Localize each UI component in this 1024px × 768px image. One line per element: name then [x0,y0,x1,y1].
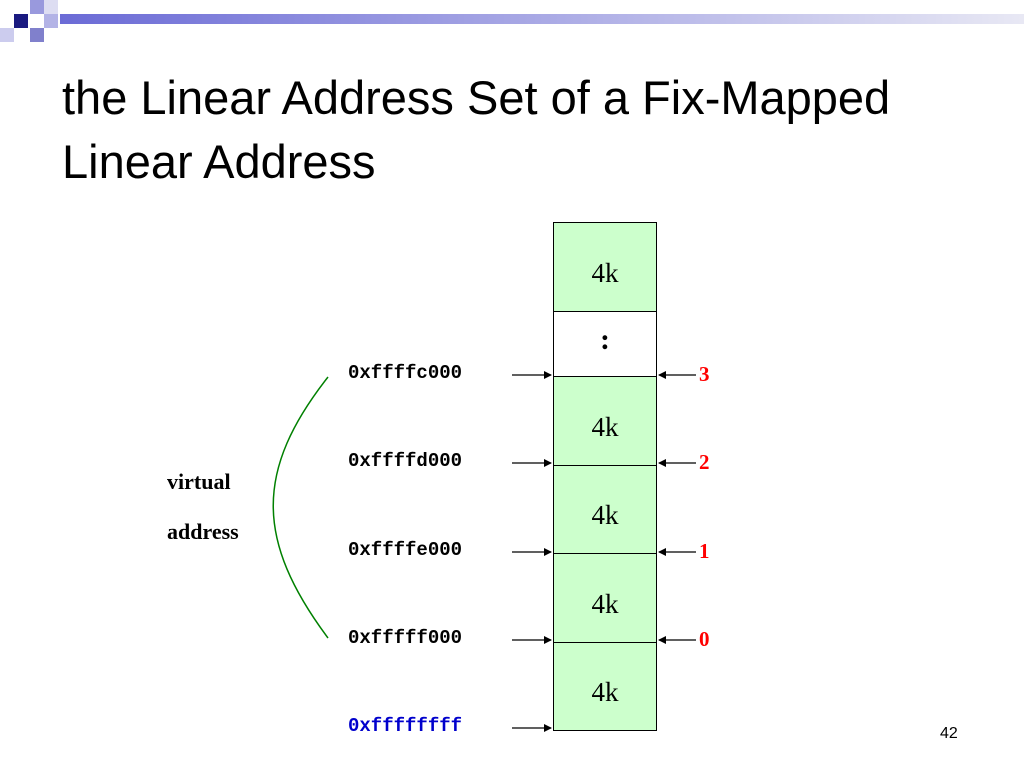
address-label: 0xffffe000 [348,539,463,561]
fixmap-index: 3 [699,362,710,386]
slide-title: the Linear Address Set of a Fix-Mapped L… [62,71,891,188]
fixmap-index: 2 [699,450,710,474]
header-square-violet [30,28,44,42]
header-square-purple [30,0,44,14]
fixmap-index: 0 [699,627,710,651]
fixmap-index: 1 [699,539,710,563]
virtual-address-label-line1: virtual [167,469,231,494]
address-label: 0xfffff000 [348,627,463,649]
virtual-address-label-line2: address [167,519,239,544]
virtual-address-bracket [272,376,329,639]
header-square-lavender [44,14,58,28]
memory-cell-2: 4k [553,465,657,554]
memory-cell-0: 4k [553,642,657,731]
address-label-end: 0xffffffff [348,715,463,737]
address-label: 0xffffc000 [348,362,463,384]
header-square-pale [44,0,58,14]
header-square-light [0,28,14,42]
page-number: 42 [940,725,958,742]
header-square-navy [14,14,28,28]
header-gradient-bar [60,14,1024,24]
memory-cell-3: 4k [553,376,657,466]
memory-cell-ellipsis: : [553,311,657,377]
address-label: 0xffffd000 [348,450,463,472]
